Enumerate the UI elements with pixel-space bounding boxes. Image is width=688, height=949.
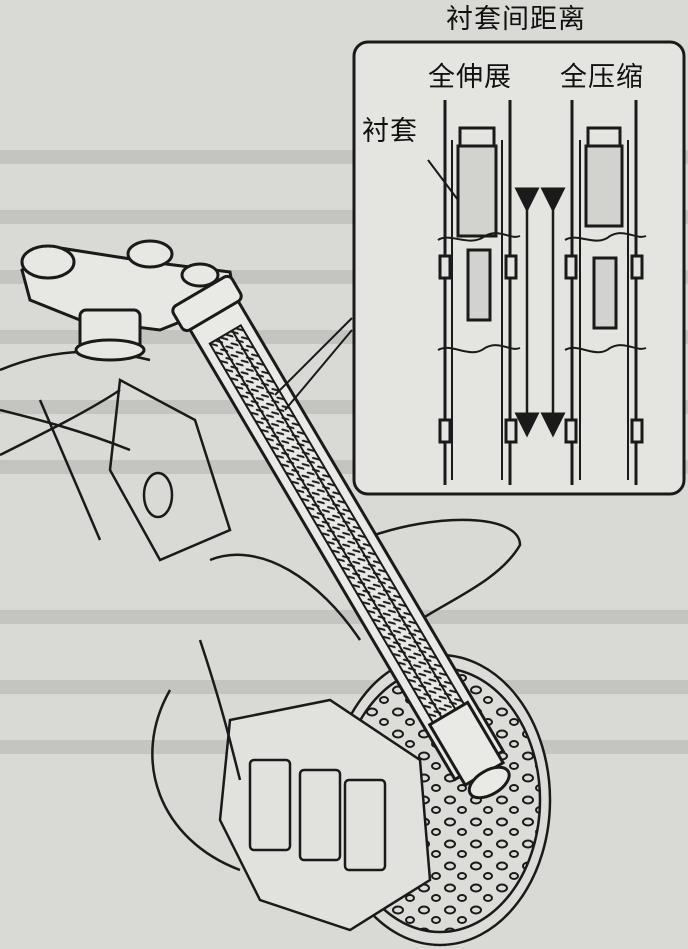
inset-title: 衬套间距离 — [446, 4, 586, 35]
section-full-extension — [437, 100, 521, 485]
front-fender — [151, 518, 522, 872]
caliper-cluster — [198, 553, 432, 932]
distance-arrow-icon — [514, 187, 566, 438]
inset-leader-line — [274, 317, 353, 411]
full-extension-label: 全伸展 — [428, 62, 512, 93]
section-full-compression — [564, 100, 647, 485]
bushing-label: 衬套 — [362, 116, 418, 147]
bushing-leader-line — [427, 159, 459, 201]
fork-tube — [171, 274, 511, 800]
full-compression-label: 全压缩 — [560, 62, 644, 93]
frame-outline — [0, 350, 232, 562]
